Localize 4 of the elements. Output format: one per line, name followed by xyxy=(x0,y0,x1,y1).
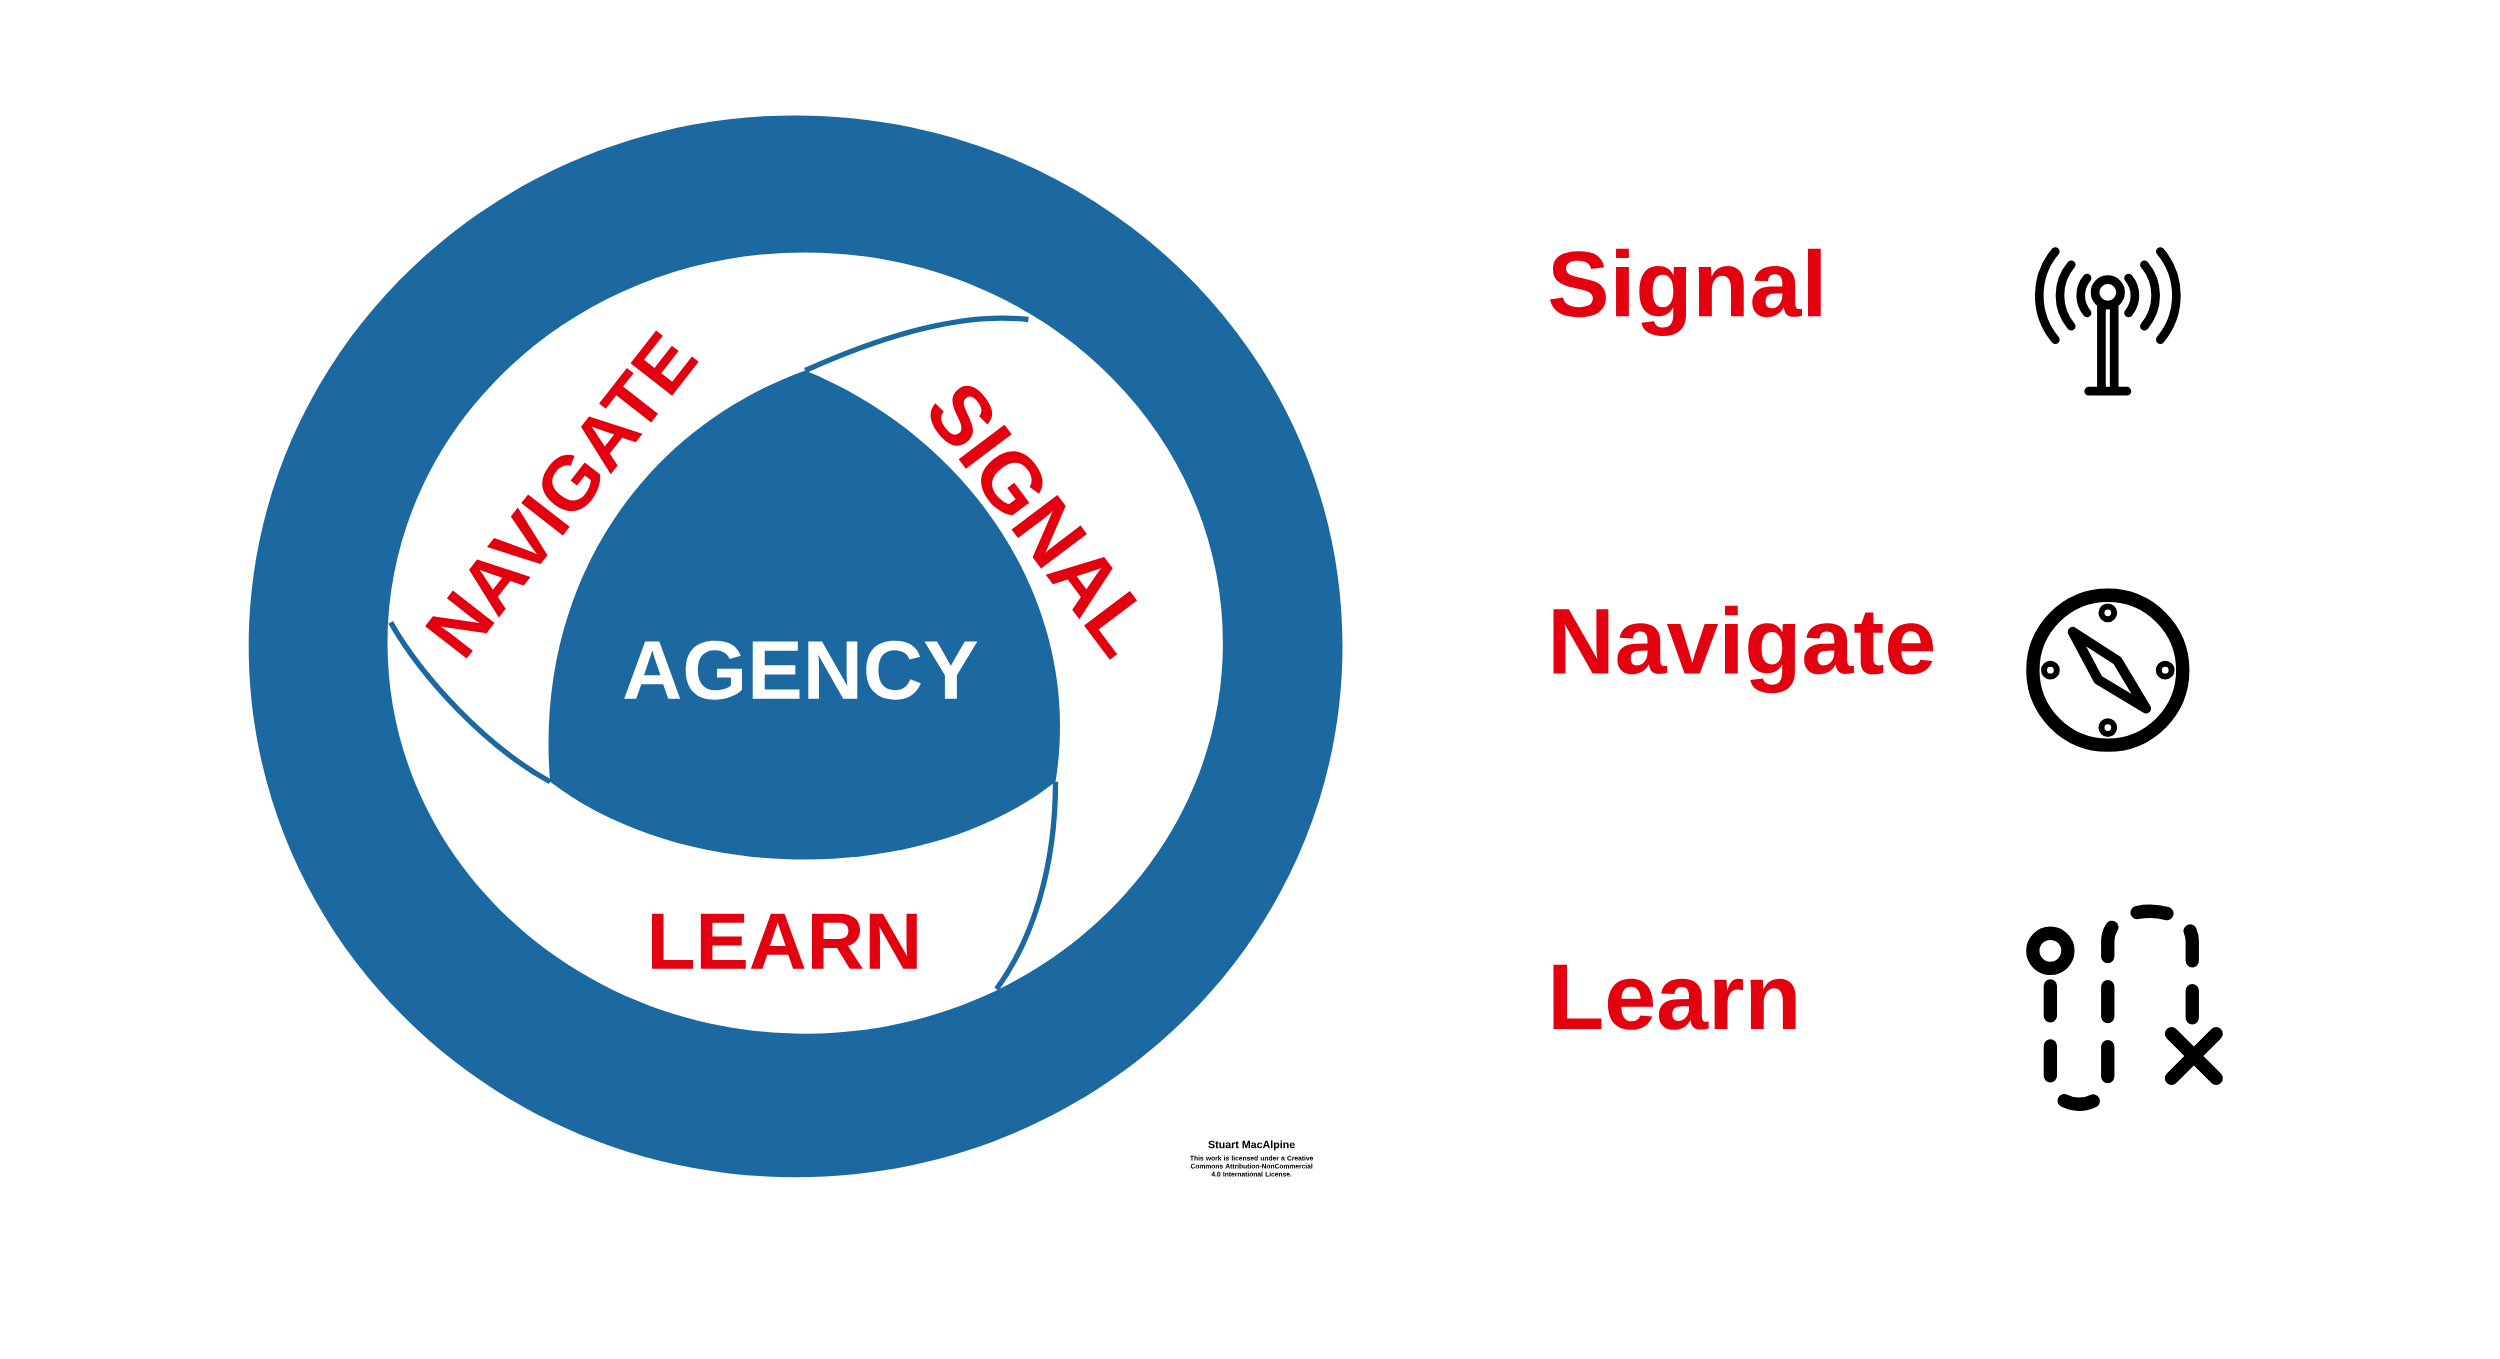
author-name: Stuart MacAlpine xyxy=(1208,1140,1295,1151)
heading: Navigate xyxy=(1553,605,1934,694)
heading: Learn xyxy=(1553,964,1796,1030)
heading: Signal xyxy=(1549,248,1821,337)
